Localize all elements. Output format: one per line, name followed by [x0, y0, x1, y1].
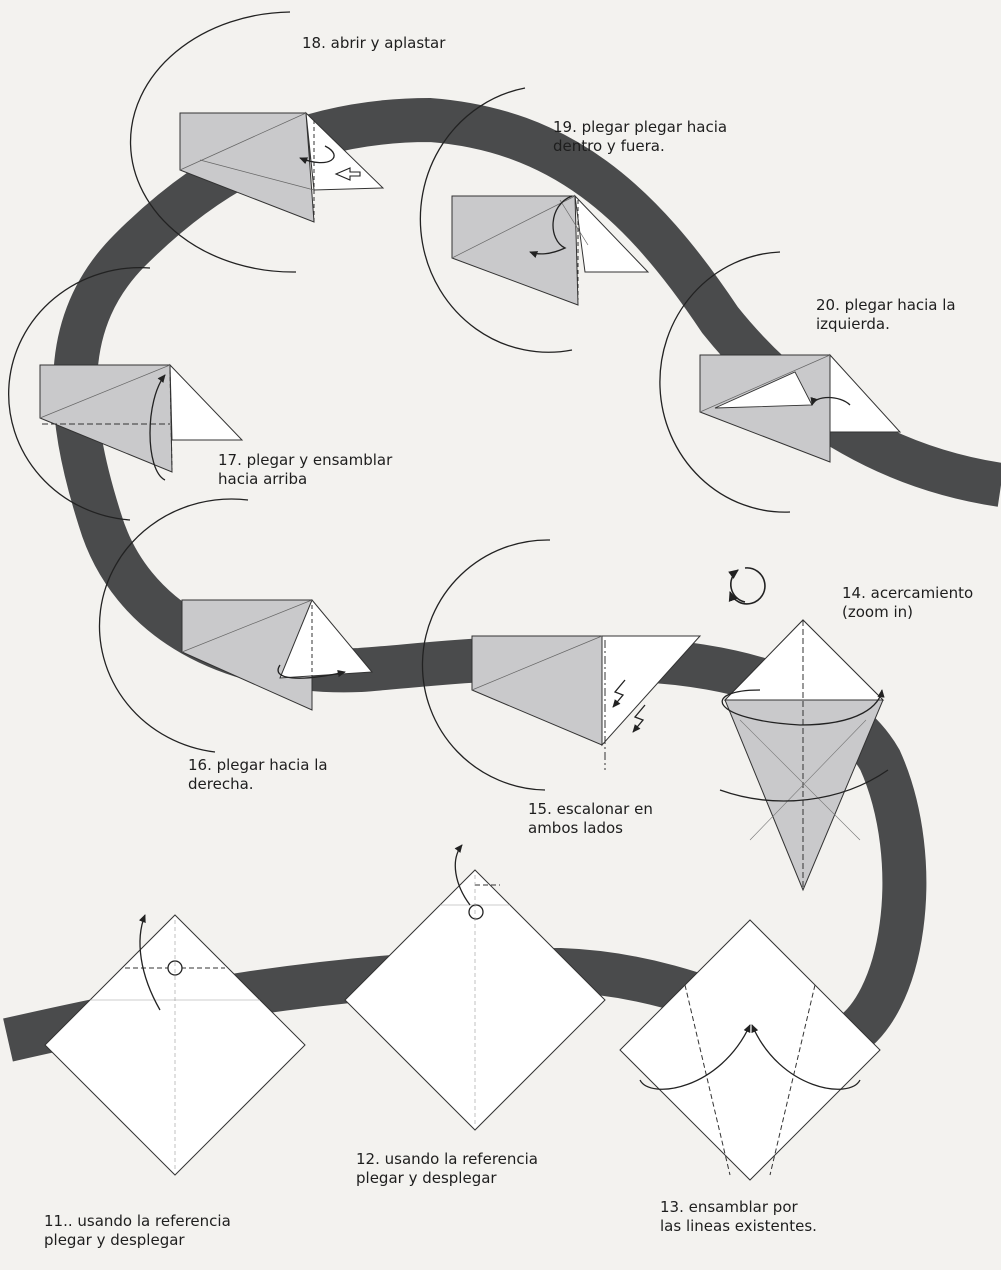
step-17-line2: hacia arriba: [218, 470, 308, 488]
step-20-line1: 20. plegar hacia la: [816, 296, 956, 314]
step-11-line2: plegar y desplegar: [44, 1231, 185, 1249]
step-12-diagram: [344, 844, 606, 1131]
zoom-circle-15: [421, 539, 551, 791]
step-13-line2: las lineas existentes.: [660, 1217, 817, 1235]
step-17-line1: 17. plegar y ensamblar: [218, 451, 393, 469]
step-19-line1: 19. plegar plegar hacia: [553, 118, 728, 136]
step-19-label: 19. plegar plegar hacia dentro y fuera.: [553, 118, 727, 156]
zoom-circle-16: [98, 498, 249, 753]
step-14-line2: (zoom in): [842, 603, 913, 621]
step-13-label: 13. ensamblar por las lineas existentes.: [660, 1198, 817, 1236]
step-11-label: 11.. usando la referencia plegar y despl…: [44, 1212, 231, 1250]
step-12-line1: 12. usando la referencia: [356, 1150, 538, 1168]
step-20-label: 20. plegar hacia la izquierda.: [816, 296, 956, 334]
step-13-diagram: [619, 919, 881, 1181]
step-19-line2: dentro y fuera.: [553, 137, 665, 155]
step-18-label: 18. abrir y aplastar: [302, 34, 445, 53]
zoom-circle-19: [419, 87, 573, 353]
step-11-diagram: [44, 914, 306, 1176]
step-14-diagram: [719, 619, 889, 892]
step-15-label: 15. escalonar en ambos lados: [528, 800, 653, 838]
step-19-diagram: [419, 87, 650, 353]
step-16-diagram: [98, 498, 374, 753]
step-12-label: 12. usando la referencia plegar y desple…: [356, 1150, 538, 1188]
step-16-line2: derecha.: [188, 775, 254, 793]
zoom-circle-20: [659, 251, 791, 513]
step-17-diagram: [7, 266, 244, 521]
step-12-line2: plegar y desplegar: [356, 1169, 497, 1187]
step-18-diagram: [129, 11, 385, 273]
step-15-line2: ambos lados: [528, 819, 623, 837]
step-15-line1: 15. escalonar en: [528, 800, 653, 818]
step-13-line1: 13. ensamblar por: [660, 1198, 798, 1216]
zoom-circle-14: [719, 769, 889, 802]
step-18-line1: 18. abrir y aplastar: [302, 34, 446, 52]
push-arrow-icon: [334, 167, 361, 181]
step-14-label: 14. acercamiento (zoom in): [842, 584, 973, 622]
step-17-label: 17. plegar y ensamblar hacia arriba: [218, 451, 392, 489]
step-20-diagram: [659, 251, 902, 513]
step-16-line1: 16. plegar hacia la: [188, 756, 328, 774]
step-15-diagram: [421, 539, 702, 791]
step-16-label: 16. plegar hacia la derecha.: [188, 756, 328, 794]
step-14-line1: 14. acercamiento: [842, 584, 974, 602]
zoom-circle-17: [7, 266, 151, 521]
rotate-icon: [728, 567, 766, 605]
step-11-line1: 11.. usando la referencia: [44, 1212, 231, 1230]
step-20-line2: izquierda.: [816, 315, 890, 333]
zoom-circle-18: [129, 11, 297, 273]
